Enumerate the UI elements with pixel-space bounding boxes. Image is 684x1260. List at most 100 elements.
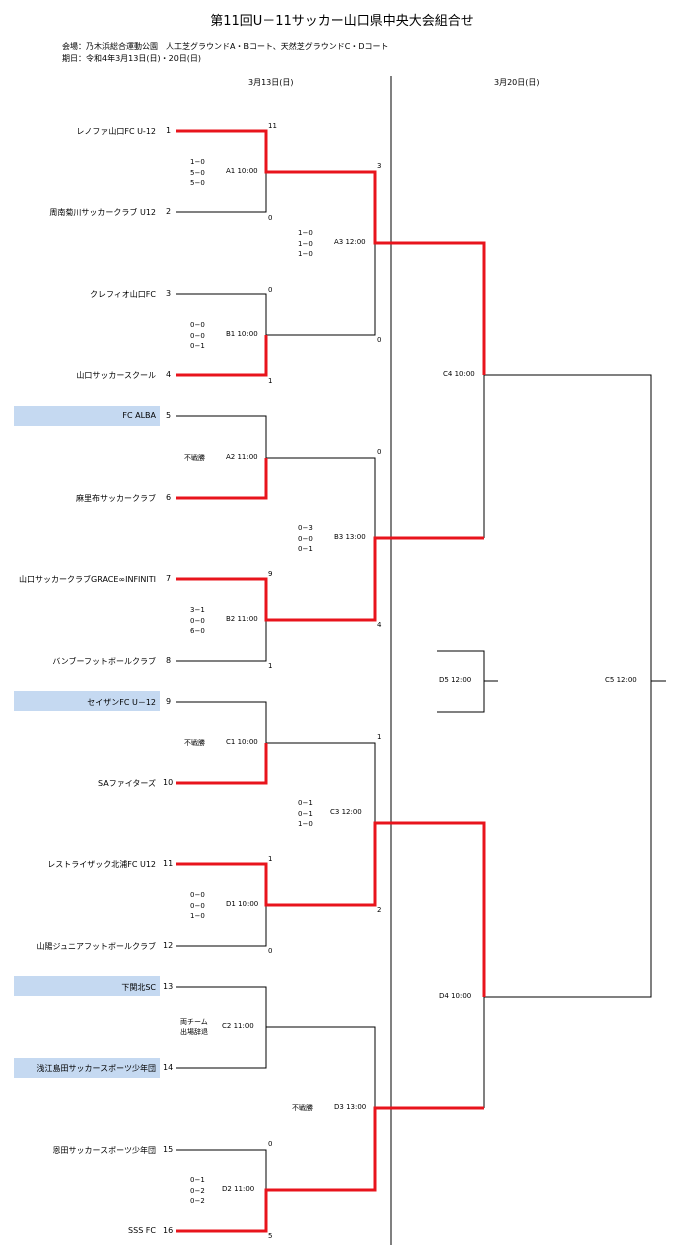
- match-b2-score-top: 9: [268, 570, 273, 578]
- team-name-1: レノファ山口FC U-12: [76, 127, 156, 136]
- match-c3-score-top: 1: [377, 733, 382, 741]
- match-result: 1−0: [298, 820, 313, 828]
- match-result: 0−0: [190, 901, 205, 910]
- team-name-15: 恩田サッカースポーツ少年団: [52, 1146, 156, 1155]
- match-d1-score-top: 1: [268, 855, 273, 863]
- match-c1-result: 不戦勝: [184, 739, 205, 747]
- match-c2-results: 両チーム 出場辞退: [180, 1017, 208, 1037]
- match-b1-score-top: 0: [268, 286, 273, 294]
- team-seed-11: 11: [163, 859, 174, 868]
- match-result: 0−3: [298, 524, 313, 532]
- match-result: 1−0: [298, 229, 313, 237]
- team-seed-8: 8: [166, 656, 172, 665]
- match-result: 0−1: [190, 342, 205, 350]
- match-result: 1−0: [298, 239, 313, 248]
- seed-shade-9: [14, 691, 160, 711]
- match-result: 両チーム: [180, 1018, 208, 1026]
- match-d3-label: D3 13:00: [334, 1103, 367, 1111]
- team-seed-5: 5: [166, 411, 172, 420]
- match-result: 0−1: [298, 799, 313, 807]
- team-seed-9: 9: [166, 697, 172, 706]
- match-d2-results: 0−1 0−2 0−2: [190, 1175, 205, 1207]
- team-name-5: FC ALBA: [122, 411, 156, 420]
- match-c3-score-bottom: 2: [377, 906, 382, 914]
- team-name-10: SAファイターズ: [98, 779, 156, 788]
- match-d2-score-top: 0: [268, 1140, 273, 1148]
- match-result: 0−0: [298, 534, 313, 543]
- team-seed-4: 4: [166, 370, 172, 379]
- match-c3-results: 0−1 0−1 1−0: [298, 798, 313, 830]
- match-a1-score-top: 11: [268, 122, 277, 130]
- match-b1-score-bottom: 1: [268, 377, 273, 385]
- match-result: 5−0: [190, 168, 205, 177]
- match-d1-score-bottom: 0: [268, 947, 273, 955]
- match-a3-score-top: 3: [377, 162, 382, 170]
- team-name-13: 下関北SC: [121, 983, 156, 992]
- team-seed-3: 3: [166, 289, 172, 298]
- match-result: 0−1: [190, 1176, 205, 1184]
- team-name-7: 山口サッカークラブGRACE∞INFINITI: [19, 575, 156, 584]
- match-b3-score-bottom: 4: [377, 621, 382, 629]
- match-c2-label: C2 11:00: [222, 1022, 254, 1030]
- match-result: 0−1: [298, 809, 313, 818]
- page-title: 第11回U－11サッカー山口県中央大会組合せ: [210, 14, 474, 29]
- team-name-3: クレフィオ山口FC: [89, 290, 156, 299]
- team-seed-6: 6: [166, 493, 172, 502]
- seed-shade-5: [14, 406, 160, 426]
- match-b2-score-bottom: 1: [268, 662, 273, 670]
- team-name-11: レストライザック北浦FC U12: [47, 860, 156, 869]
- team-seed-15: 15: [163, 1145, 174, 1154]
- date-day1: 3月13日(日): [248, 78, 294, 87]
- team-name-16: SSS FC: [128, 1226, 156, 1235]
- match-result: 0−2: [190, 1197, 205, 1205]
- match-b3-label: B3 13:00: [334, 533, 366, 541]
- match-result: 6−0: [190, 627, 205, 635]
- match-d3-result: 不戦勝: [292, 1104, 313, 1112]
- match-a3-label: A3 12:00: [334, 238, 366, 246]
- match-c4-label: C4 10:00: [443, 370, 475, 378]
- match-a1-score-bottom: 0: [268, 214, 273, 222]
- match-a3-score-bottom: 0: [377, 336, 382, 344]
- match-a1-label: A1 10:00: [226, 167, 258, 175]
- match-result: 1−0: [190, 158, 205, 166]
- match-c5-label: C5 12:00: [605, 676, 637, 684]
- match-b1-results: 0−0 0−0 0−1: [190, 320, 205, 352]
- match-result: 0−1: [298, 545, 313, 553]
- team-seed-12: 12: [163, 941, 174, 950]
- match-b1-label: B1 10:00: [226, 330, 258, 338]
- date-day2: 3月20日(日): [494, 78, 540, 87]
- team-seed-1: 1: [166, 126, 172, 135]
- match-result: 5−0: [190, 179, 205, 187]
- match-result: 0−0: [190, 891, 205, 899]
- match-result: 出場辞退: [180, 1028, 208, 1036]
- match-result: 0−2: [190, 1186, 205, 1195]
- match-c3-label: C3 12:00: [330, 808, 362, 816]
- team-name-14: 浅江島田サッカースポーツ少年団: [36, 1064, 156, 1073]
- team-name-6: 麻里布サッカークラブ: [76, 494, 156, 503]
- team-seed-14: 14: [163, 1063, 174, 1072]
- match-d5-label: D5 12:00: [439, 676, 472, 684]
- team-name-12: 山陽ジュニアフットボールクラブ: [36, 942, 156, 951]
- match-d2-label: D2 11:00: [222, 1185, 255, 1193]
- team-seed-7: 7: [166, 574, 172, 583]
- match-b2-results: 3−1 0−0 6−0: [190, 605, 205, 637]
- match-b3-results: 0−3 0−0 0−1: [298, 523, 313, 555]
- match-c1-label: C1 10:00: [226, 738, 258, 746]
- match-d4-label: D4 10:00: [439, 992, 472, 1000]
- match-a3-results: 1−0 1−0 1−0: [298, 228, 313, 260]
- seed-shade-13: [14, 976, 160, 996]
- team-seed-2: 2: [166, 207, 172, 216]
- match-b3-score-top: 0: [377, 448, 382, 456]
- team-seed-10: 10: [163, 778, 174, 787]
- match-result: 1−0: [190, 912, 205, 920]
- match-b2-label: B2 11:00: [226, 615, 258, 623]
- match-d1-results: 0−0 0−0 1−0: [190, 890, 205, 922]
- team-seed-16: 16: [163, 1226, 174, 1235]
- seed-shade-14: [14, 1058, 160, 1078]
- team-seed-13: 13: [163, 982, 174, 991]
- team-name-8: バンブーフットボールクラブ: [52, 657, 156, 666]
- match-a2-label: A2 11:00: [226, 453, 258, 461]
- match-d1-label: D1 10:00: [226, 900, 259, 908]
- match-result: 3−1: [190, 606, 205, 614]
